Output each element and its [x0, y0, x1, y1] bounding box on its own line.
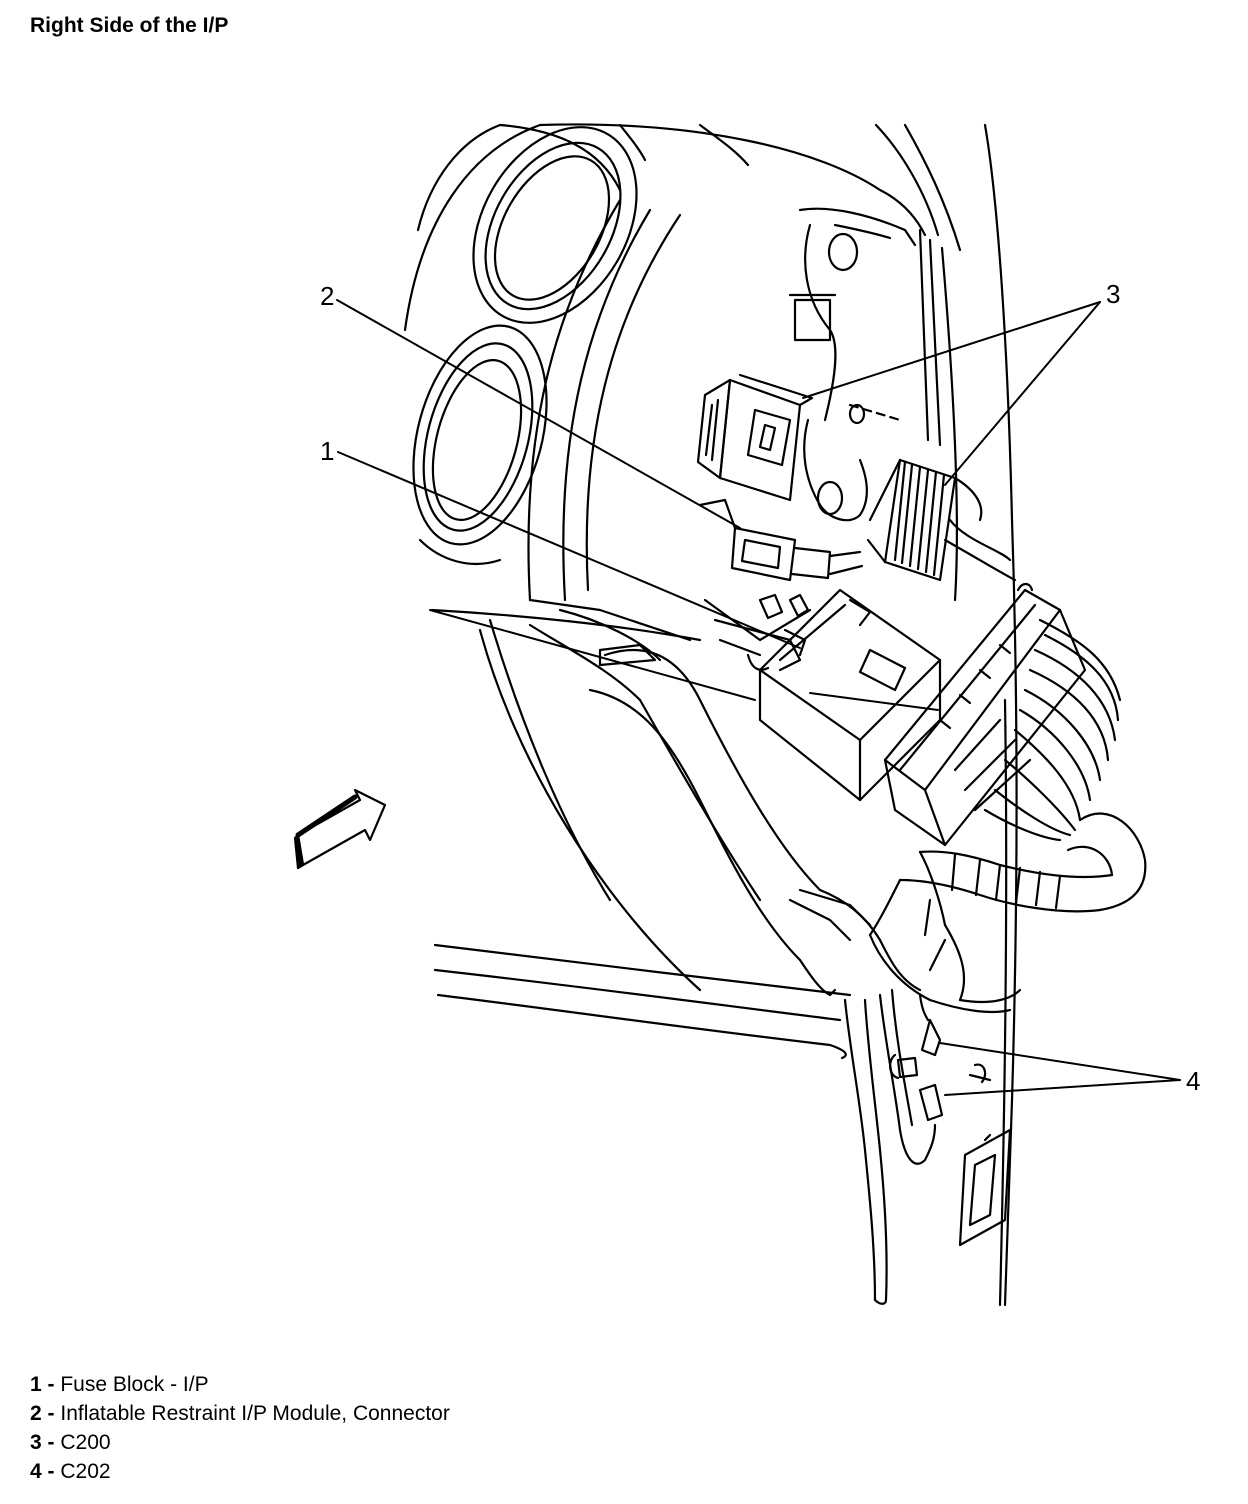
- airbag-module-connector: [698, 498, 864, 582]
- round-vent-upper: [472, 123, 750, 324]
- c200-connector-right: [866, 458, 1017, 582]
- c200-connector-upper: [696, 373, 814, 502]
- view-direction-arrow: [293, 788, 387, 870]
- callout-number-2: 2: [320, 281, 334, 311]
- legend-label: C202: [60, 1460, 111, 1483]
- legend-number: 2: [30, 1402, 42, 1425]
- bezel: [478, 123, 927, 992]
- lower-pigtails: [843, 988, 992, 1305]
- lower-beams: [430, 608, 852, 1060]
- callout-leaders: [336, 299, 1181, 1096]
- part-leaders: [429, 609, 939, 711]
- callout-number-1: 1: [320, 436, 334, 466]
- legend-item: 4 - C202: [30, 1460, 111, 1483]
- page-title: Right Side of the I/P: [30, 14, 229, 37]
- lower-ip-arm: [528, 608, 922, 997]
- callout-legend: 1 - Fuse Block - I/P 2 - Inflatable Rest…: [30, 1370, 450, 1486]
- callout-number-3: 3: [1106, 279, 1120, 309]
- mounting-bracket: [788, 207, 917, 522]
- callout-number-4: 4: [1186, 1066, 1200, 1096]
- legend-number: 4: [30, 1460, 42, 1483]
- legend-label: Inflatable Restraint I/P Module, Connect…: [60, 1402, 450, 1425]
- round-vent-lower: [412, 324, 548, 565]
- side-bracket: [958, 1128, 1012, 1247]
- legend-number: 1: [30, 1373, 42, 1396]
- wiring-harness-conduit: [868, 812, 1147, 1014]
- legend-item: 2 - Inflatable Restraint I/P Module, Con…: [30, 1402, 450, 1425]
- legend-item: 1 - Fuse Block - I/P: [30, 1373, 209, 1396]
- legend-number: 3: [30, 1431, 42, 1454]
- c200-large-connector: [883, 582, 1087, 847]
- legend-item: 3 - C200: [30, 1431, 111, 1454]
- ip-panel-outline: [403, 123, 1018, 1307]
- wire-bundle: [983, 618, 1122, 842]
- legend-label: C200: [60, 1431, 111, 1454]
- legend-label: Fuse Block - I/P: [60, 1373, 209, 1396]
